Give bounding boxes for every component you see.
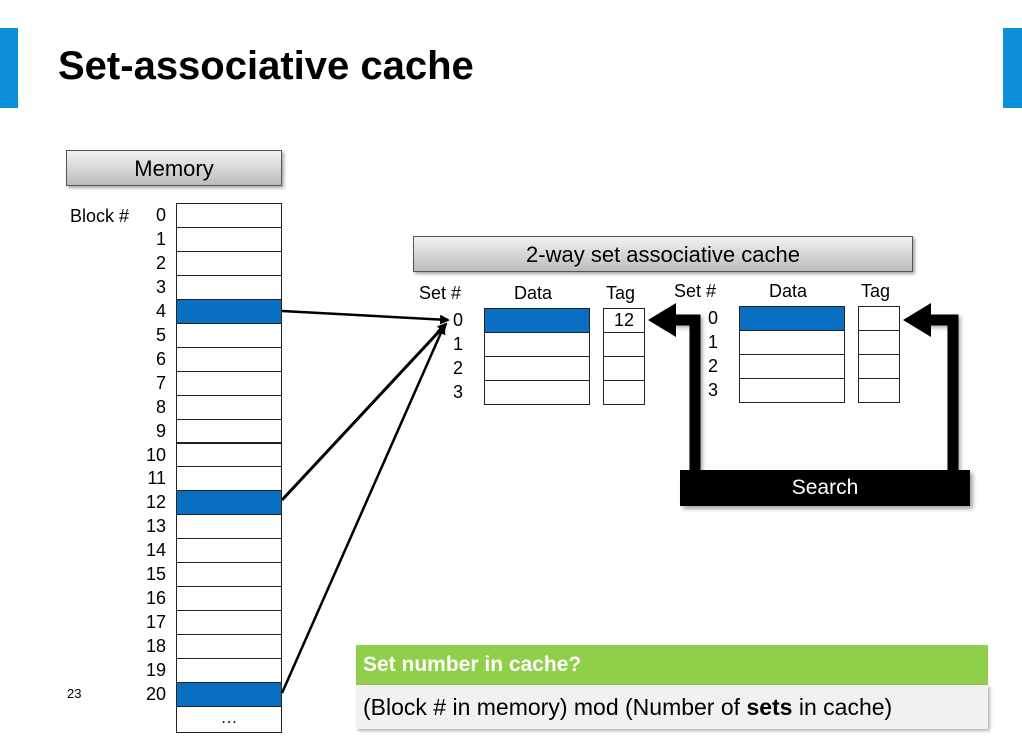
way1-set-number: 0 (453, 310, 464, 330)
way1-tag-cell (603, 332, 645, 357)
memory-block-2 (176, 250, 282, 276)
left-accent-bar (0, 28, 18, 108)
way1-tag-cell (603, 356, 645, 381)
right-accent-bar (1003, 28, 1022, 108)
memory-block-number: 10 (145, 444, 166, 465)
memory-block-6 (176, 346, 282, 372)
way1-tag-cell (603, 380, 645, 405)
memory-block-15 (176, 562, 282, 588)
way2-data-cell (739, 378, 845, 403)
memory-block-number: 5 (155, 324, 166, 345)
memory-block-number: 8 (155, 396, 166, 417)
search-path-way-1 (672, 314, 701, 470)
search-arrowhead-way-1 (648, 303, 676, 337)
way2-data-cell (739, 306, 845, 331)
search-path-way-2 (927, 314, 959, 470)
memory-block-19 (176, 658, 282, 683)
memory-block-number: 9 (155, 420, 166, 441)
way1-set-number: 2 (453, 358, 464, 378)
memory-block-number: 12 (145, 492, 166, 513)
memory-block-number: 17 (145, 612, 166, 633)
way1-set-number: 1 (453, 334, 464, 354)
search-arrowhead-way-2 (903, 303, 931, 337)
page-title: Set-associative cache (58, 44, 474, 88)
memory-block-number: 0 (155, 205, 166, 225)
memory-block-number: 18 (145, 636, 166, 657)
memory-block-number: 13 (145, 516, 166, 537)
block-number-label: Block # (70, 206, 130, 226)
search-box: Search (680, 470, 970, 506)
way2-set-number: 2 (708, 356, 719, 376)
memory-block-more: … (176, 705, 282, 733)
memory-block-number: 15 (145, 564, 166, 585)
way2-set-number: 3 (708, 380, 719, 400)
arrow-block-12-to-set-0 (280, 322, 448, 502)
way2-tag-cell (858, 378, 900, 403)
way2-set-label: Set # (674, 281, 717, 301)
note-text-before: (Block # in memory) mod (Number of (363, 694, 747, 720)
memory-header: Memory (66, 150, 282, 186)
memory-block-number: 7 (155, 372, 166, 393)
memory-block-number: 2 (155, 252, 166, 273)
memory-block-number: 4 (155, 300, 166, 321)
way1-data-label: Data (514, 283, 553, 303)
note-formula: (Block # in memory) mod (Number of sets … (356, 685, 988, 729)
memory-block-10 (176, 442, 282, 468)
memory-block-number: 6 (155, 348, 166, 369)
memory-block-11 (176, 466, 282, 492)
way1-set-number: 3 (453, 382, 464, 402)
memory-block-number: 3 (155, 276, 166, 297)
page-number: 23 (67, 686, 82, 701)
way1-set-label: Set # (419, 283, 462, 303)
arrow-block-4-to-set-0 (281, 309, 450, 325)
memory-block-number: 20 (145, 684, 166, 704)
way2-set-number: 1 (708, 332, 719, 352)
cache-header: 2-way set associative cache (413, 236, 913, 272)
note-text-bold: sets (746, 694, 793, 720)
memory-block-number: 1 (155, 228, 166, 249)
way2-tag-label: Tag (861, 281, 891, 301)
note-heading: Set number in cache? (356, 645, 988, 685)
note-text-after: in cache) (792, 694, 893, 720)
memory-block-number: 11 (147, 468, 166, 489)
memory-block-number: 14 (145, 540, 166, 561)
way2-set-number: 0 (708, 308, 719, 328)
memory-block-5 (176, 322, 282, 348)
memory-block-17 (176, 610, 282, 636)
way1-tag-label: Tag (606, 283, 636, 303)
arrow-block-20-to-set-0 (280, 324, 446, 694)
way1-data-cell (484, 308, 590, 333)
way2-data-label: Data (769, 281, 808, 301)
way1-data-cell (484, 380, 590, 405)
memory-block-0 (176, 203, 282, 228)
way1-data-cell (484, 332, 590, 357)
memory-block-16 (176, 586, 282, 612)
memory-block-number: 19 (145, 660, 166, 681)
memory-block-3 (176, 274, 282, 300)
memory-block-number: 16 (145, 588, 166, 609)
memory-block-18 (176, 634, 282, 660)
